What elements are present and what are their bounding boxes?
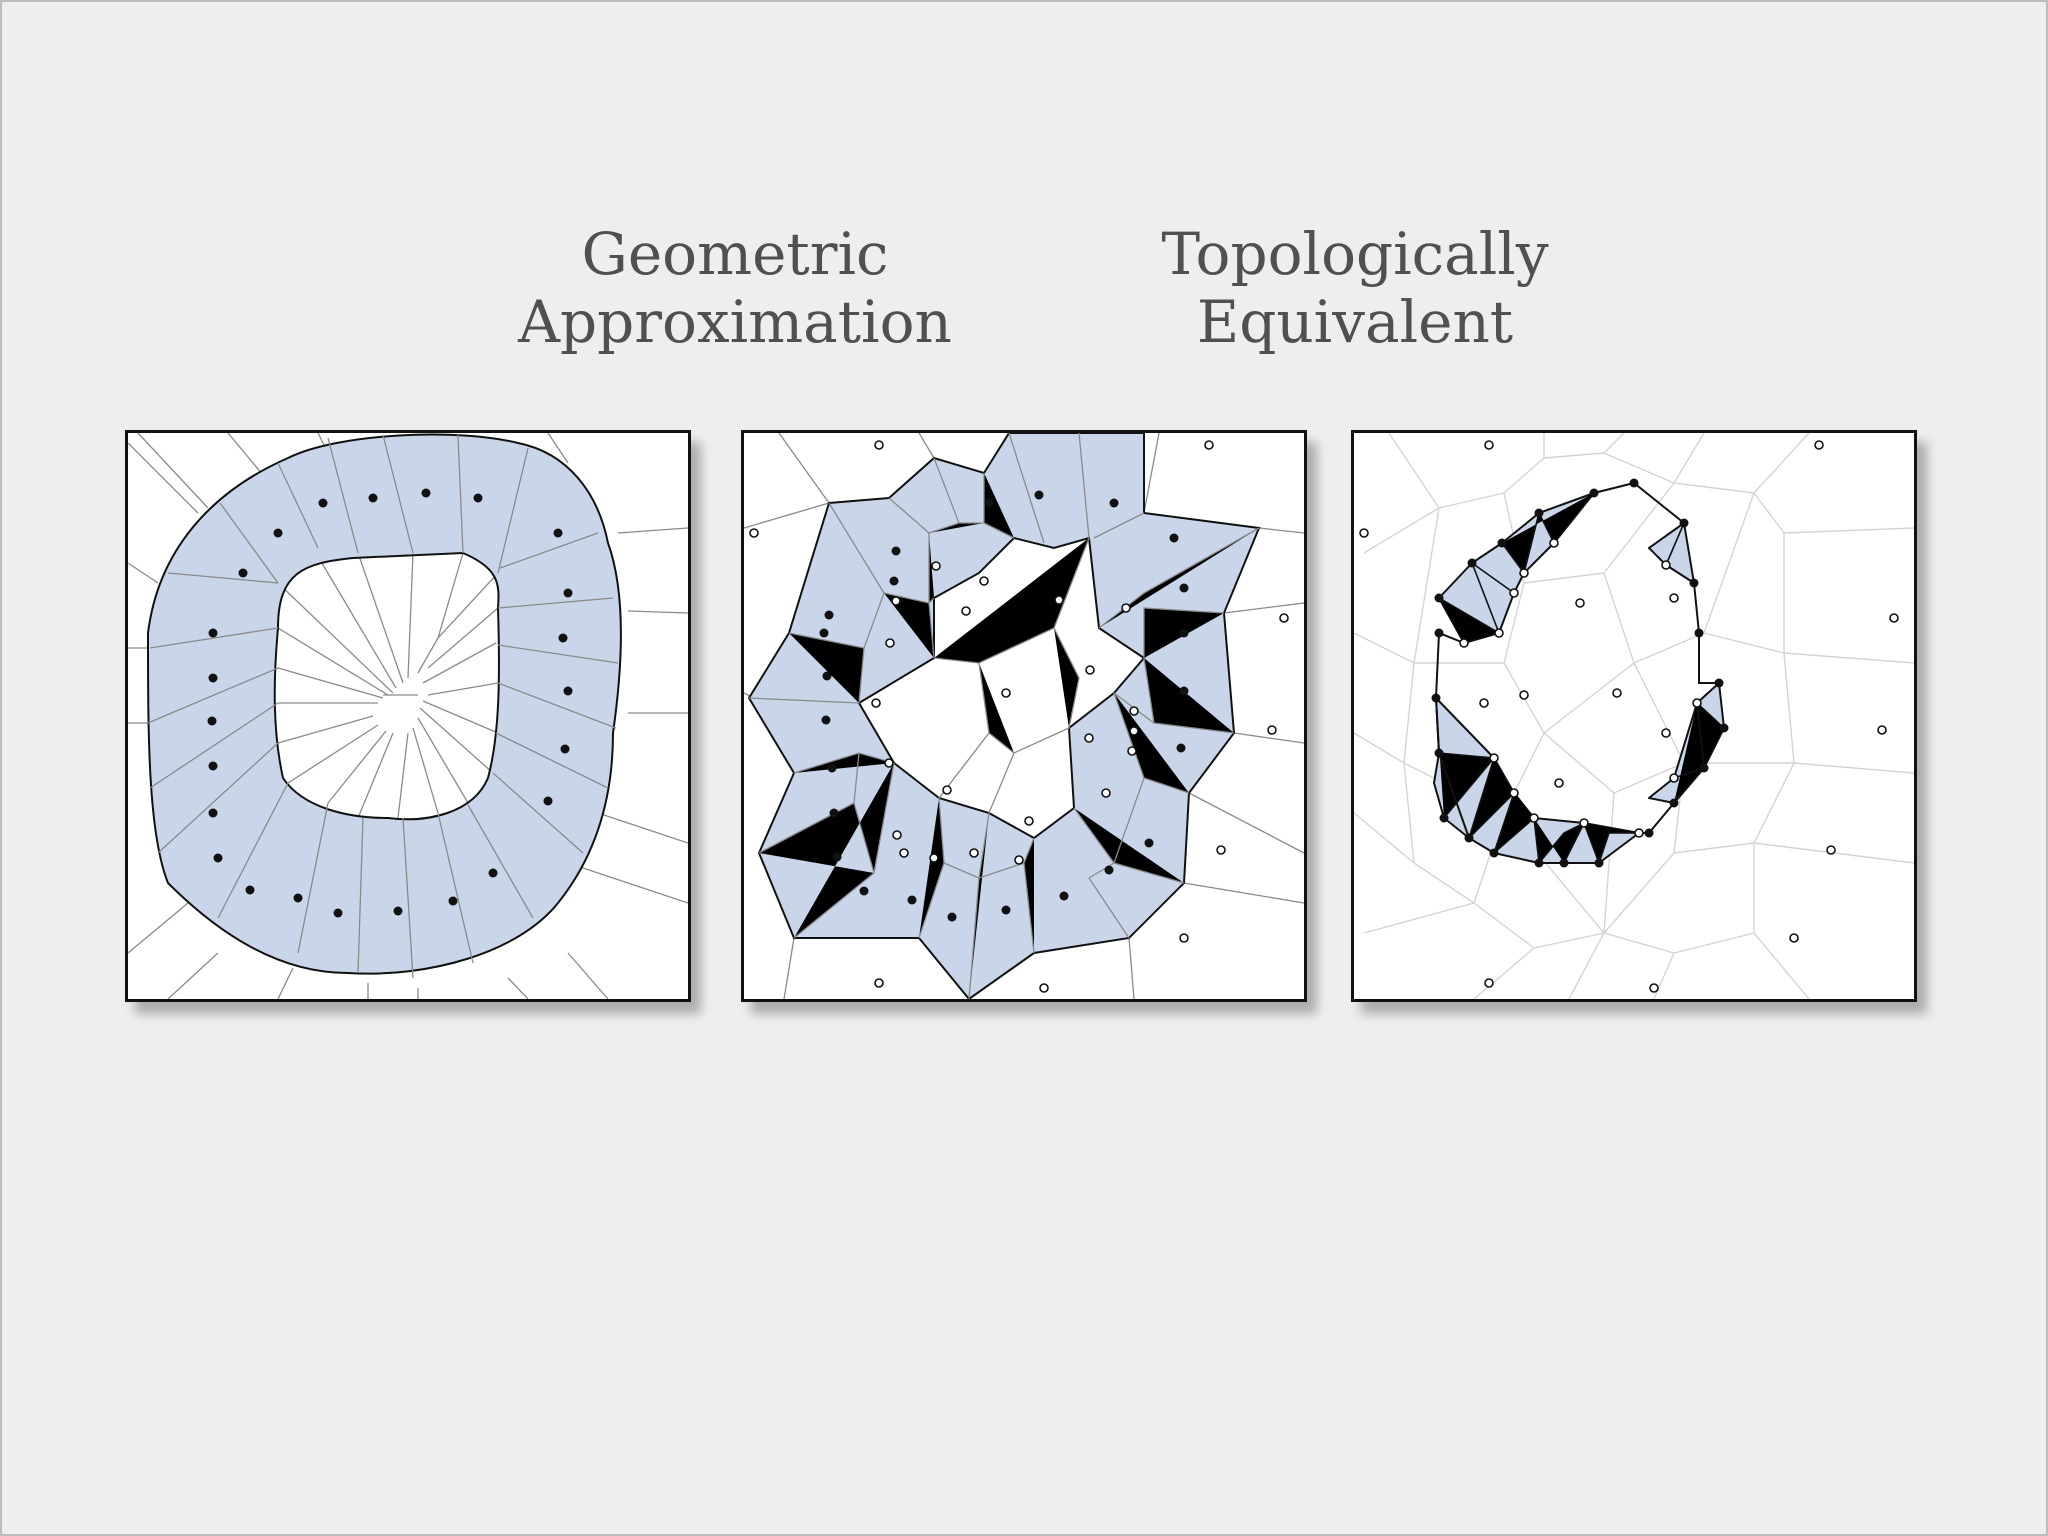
interior-voronoi-lines — [933, 537, 1090, 814]
background-voronoi-lines — [1354, 433, 1914, 999]
background-voronoi-lines — [128, 433, 688, 999]
heading-left-line-2: Approximation — [518, 288, 952, 356]
hollow-samples — [749, 440, 1289, 993]
filled-samples — [819, 490, 1189, 922]
ring-fill — [146, 433, 622, 975]
heading-right-line-1: Topologically — [1161, 220, 1549, 288]
ring-cell-edges — [147, 434, 619, 979]
panel-2-figure — [744, 433, 1304, 999]
heading-right-line-2: Equivalent — [1196, 288, 1514, 356]
ring-cell-edges — [748, 433, 1260, 999]
panel-3-figure — [1354, 433, 1914, 999]
heading-geometric-approximation: Geometric Approximation — [475, 220, 995, 356]
filled-samples — [1431, 478, 1729, 868]
panel-geometric-voronoi — [125, 430, 691, 1002]
heading-left-line-1: Geometric — [581, 220, 889, 288]
ring-samples — [207, 488, 573, 918]
panel-restricted-delaunay — [1351, 430, 1917, 1002]
panel-voronoi-cells — [741, 430, 1307, 1002]
heading-topologically-equivalent: Topologically Equivalent — [1095, 220, 1615, 356]
delaunay-triangles — [1433, 492, 1725, 864]
panel-1-figure — [128, 433, 688, 999]
hollow-samples — [1359, 440, 1899, 993]
